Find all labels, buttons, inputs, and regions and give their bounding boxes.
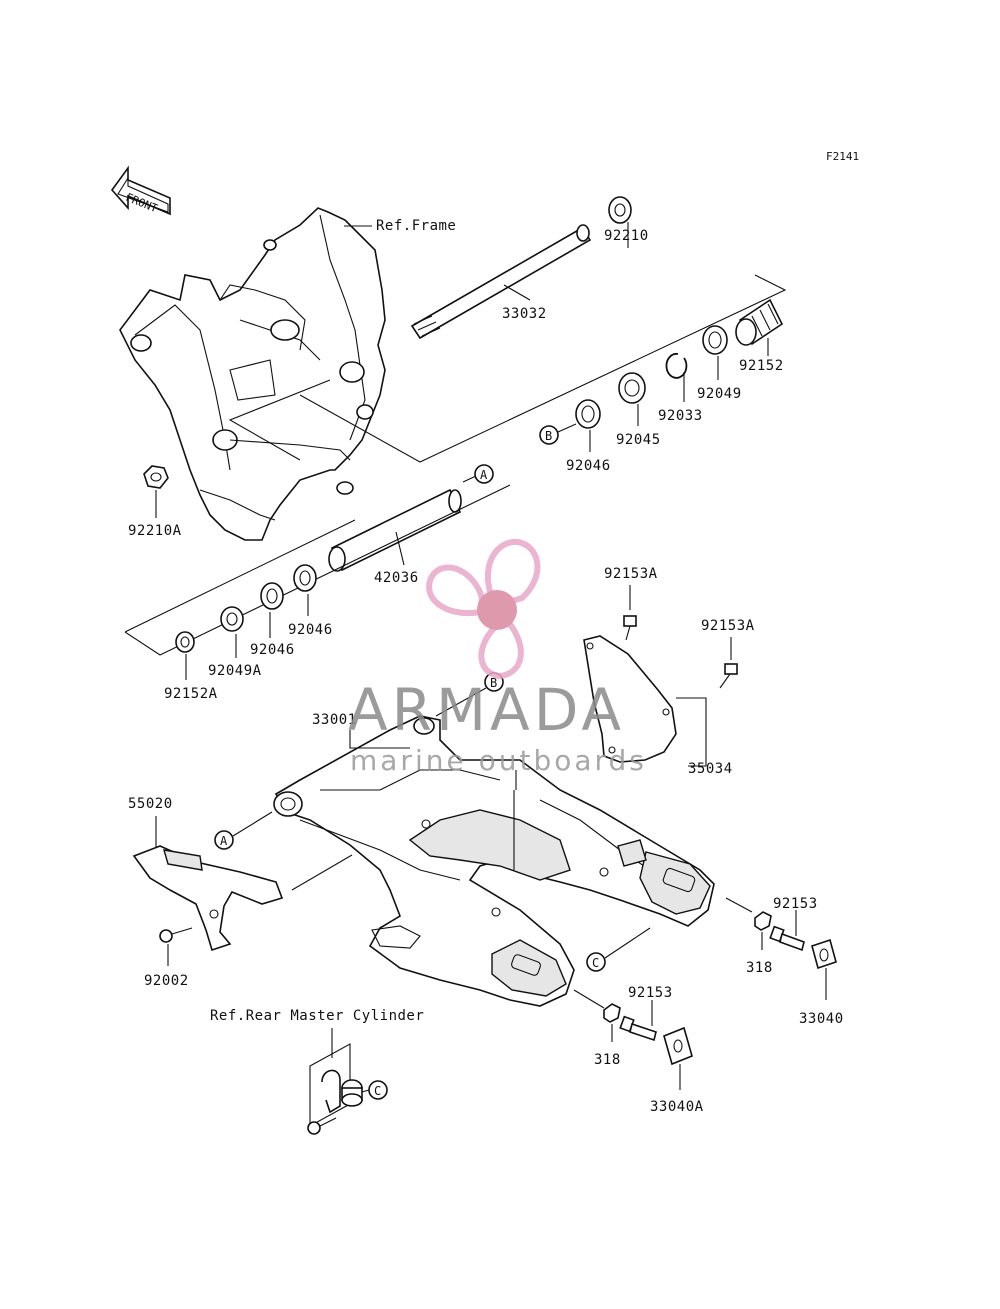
label-55020: 55020 <box>128 796 173 812</box>
propeller-icon <box>426 538 541 680</box>
label-92002: 92002 <box>144 973 189 989</box>
frame-assembly <box>119 207 386 541</box>
callout-b-upper: B <box>545 429 552 443</box>
label-92153-right: 92153 <box>773 896 818 912</box>
seal-92049A <box>220 606 244 632</box>
bolt-92153A-1 <box>623 615 637 641</box>
label-92046-upper: 92046 <box>288 622 333 638</box>
sleeve-42036 <box>328 488 462 572</box>
bearing-92045 <box>618 372 646 404</box>
collar-92152A <box>175 631 195 653</box>
nut-92210 <box>608 196 632 224</box>
label-92210A: 92210A <box>128 523 182 539</box>
needle-bearing-92046-right <box>260 582 284 610</box>
collar-92152 <box>735 298 784 346</box>
label-92049: 92049 <box>697 386 742 402</box>
adjuster-plate-33040 <box>811 938 837 970</box>
nut-92210A <box>143 465 169 489</box>
master-cylinder-bracket <box>307 1043 363 1135</box>
needle-bearing-92046-b <box>575 399 601 429</box>
callout-b-lower: B <box>490 676 497 690</box>
label-33040A: 33040A <box>650 1099 704 1115</box>
label-92152A: 92152A <box>164 686 218 702</box>
watermark-title: ARMADA <box>348 676 625 744</box>
watermark-subtitle: marine outboards <box>350 744 647 777</box>
rear-master-cylinder-reference-label: Ref.Rear Master Cylinder <box>210 1008 424 1024</box>
chain-guide-55020 <box>132 845 284 952</box>
label-92033: 92033 <box>658 408 703 424</box>
label-33032: 33032 <box>502 306 547 322</box>
chain-guard-cover-35034 <box>583 635 677 763</box>
callout-c-swingarm: C <box>592 956 599 970</box>
label-92046-lower: 92046 <box>250 642 295 658</box>
callout-a-lower: A <box>220 834 228 848</box>
label-92045: 92045 <box>616 432 661 448</box>
label-92153-bottom: 92153 <box>628 985 673 1001</box>
label-92153A-2: 92153A <box>701 618 755 634</box>
seal-92049 <box>702 325 728 355</box>
bolt-92153A-2 <box>719 663 738 689</box>
swingarm-33001 <box>273 715 715 1007</box>
circlip-92033 <box>665 352 688 379</box>
label-92153A-1: 92153A <box>604 566 658 582</box>
needle-bearing-92046-left <box>293 564 317 592</box>
diagram-code: F2141 <box>826 150 859 163</box>
label-318-right: 318 <box>746 960 773 976</box>
label-35034: 35034 <box>688 761 733 777</box>
bolt-92002 <box>159 927 193 943</box>
label-92152: 92152 <box>739 358 784 374</box>
label-33040: 33040 <box>799 1011 844 1027</box>
nut-318-bottom <box>603 1003 621 1023</box>
label-92046-b: 92046 <box>566 458 611 474</box>
callout-c-bracket: C <box>374 1084 381 1098</box>
adjuster-plate-33040A <box>663 1026 693 1066</box>
label-318-bottom: 318 <box>594 1052 621 1068</box>
armada-watermark-logo: ARMADA marine outboards <box>348 538 647 777</box>
callout-a-upper: A <box>480 468 488 482</box>
label-92049A: 92049A <box>208 663 262 679</box>
bolt-92153-right <box>769 925 805 952</box>
frame-reference-label: Ref.Frame <box>376 218 456 234</box>
nut-318-right <box>754 911 772 931</box>
label-92210: 92210 <box>604 228 649 244</box>
pivot-shaft-33032 <box>410 224 592 340</box>
label-33001: 33001 <box>312 712 357 728</box>
front-arrow-icon: FRONT <box>110 165 171 215</box>
bolt-92153-bottom <box>619 1015 657 1042</box>
label-42036: 42036 <box>374 570 419 586</box>
